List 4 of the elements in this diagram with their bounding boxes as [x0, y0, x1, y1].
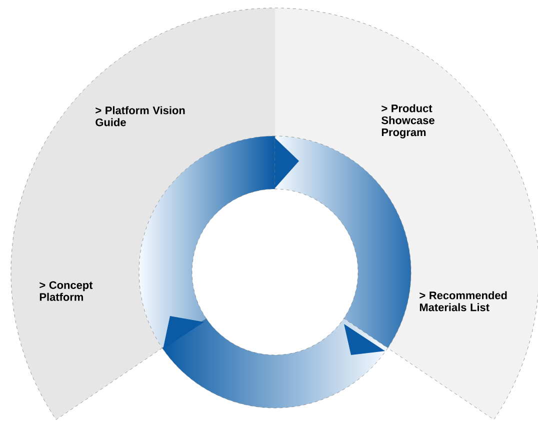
step-label: > Recommended Materials List [420, 291, 507, 312]
step-label: > Product Showcase Program [382, 104, 434, 138]
step-label: > Platform Vision Guide [96, 106, 185, 126]
step-label: > Concept Platform [40, 281, 93, 301]
